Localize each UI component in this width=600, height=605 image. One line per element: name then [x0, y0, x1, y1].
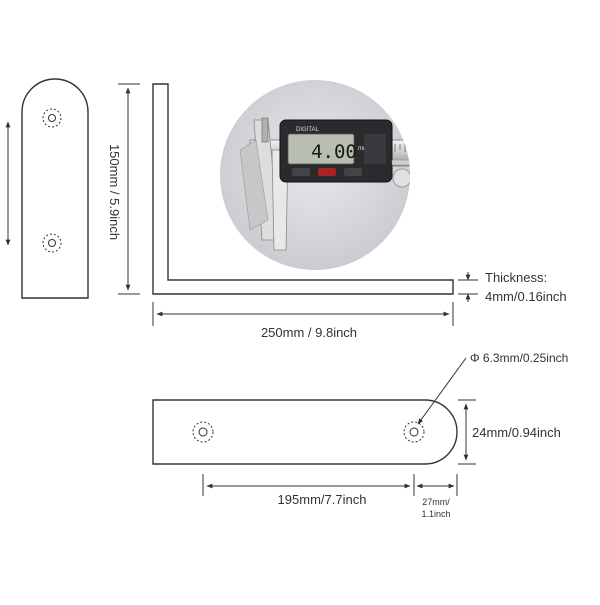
- measured-plate: [261, 117, 269, 143]
- caliper-battery-cover: [364, 134, 386, 164]
- side-hole-bottom-center: [48, 239, 56, 247]
- spacing-label: 195mm/7.7inch: [278, 492, 367, 507]
- strip-hole-right: [403, 421, 425, 443]
- length-label: 250mm / 9.8inch: [261, 325, 357, 340]
- thickness-value: 4mm/0.16inch: [485, 289, 567, 304]
- l-bracket: 150mm / 5.9inch 250mm / 9.8inch Thicknes…: [107, 83, 567, 340]
- caliper-brand: DIGITAL: [296, 127, 320, 133]
- caliper-reading: 4.00: [311, 141, 357, 163]
- side-hole-top: [42, 108, 62, 128]
- caliper-scale: [394, 144, 410, 152]
- strip-outline: [152, 399, 458, 465]
- edge-offset-label-1: 27mm/: [422, 497, 450, 507]
- side-plate-outline: [21, 78, 89, 299]
- side-view-plate: [5, 78, 89, 299]
- edge-offset-label-2: 1.1inch: [421, 509, 450, 519]
- thickness-label: Thickness:: [485, 270, 547, 285]
- caliper-inset: DIGITAL 4.00 mm: [220, 80, 410, 270]
- caliper-button-on: [292, 168, 310, 176]
- hole-leader: [417, 357, 467, 425]
- caliper-jaw-shadow: [239, 139, 269, 231]
- strip-hole-right-center: [409, 427, 419, 437]
- caliper-thumb-wheel: [392, 168, 410, 188]
- caliper-button-zero: [344, 168, 362, 176]
- caliper-depth-rod: [391, 159, 410, 166]
- hole-label: Φ 6.3mm/0.25inch: [470, 351, 568, 365]
- width-label: 24mm/0.94inch: [472, 425, 561, 440]
- caliper-units: mm: [358, 146, 368, 152]
- height-label: 150mm / 5.9inch: [107, 144, 122, 240]
- top-view-strip: Φ 6.3mm/0.25inch 24mm/0.94inch 195mm/7.7…: [152, 351, 568, 519]
- l-bracket-outline: [152, 83, 454, 295]
- strip-hole-left: [192, 421, 214, 443]
- caliper-button-mode: [318, 168, 336, 176]
- strip-hole-left-center: [198, 427, 208, 437]
- side-hole-bottom: [42, 233, 62, 253]
- caliper-lcd: [287, 133, 355, 165]
- side-hole-top-center: [48, 114, 56, 122]
